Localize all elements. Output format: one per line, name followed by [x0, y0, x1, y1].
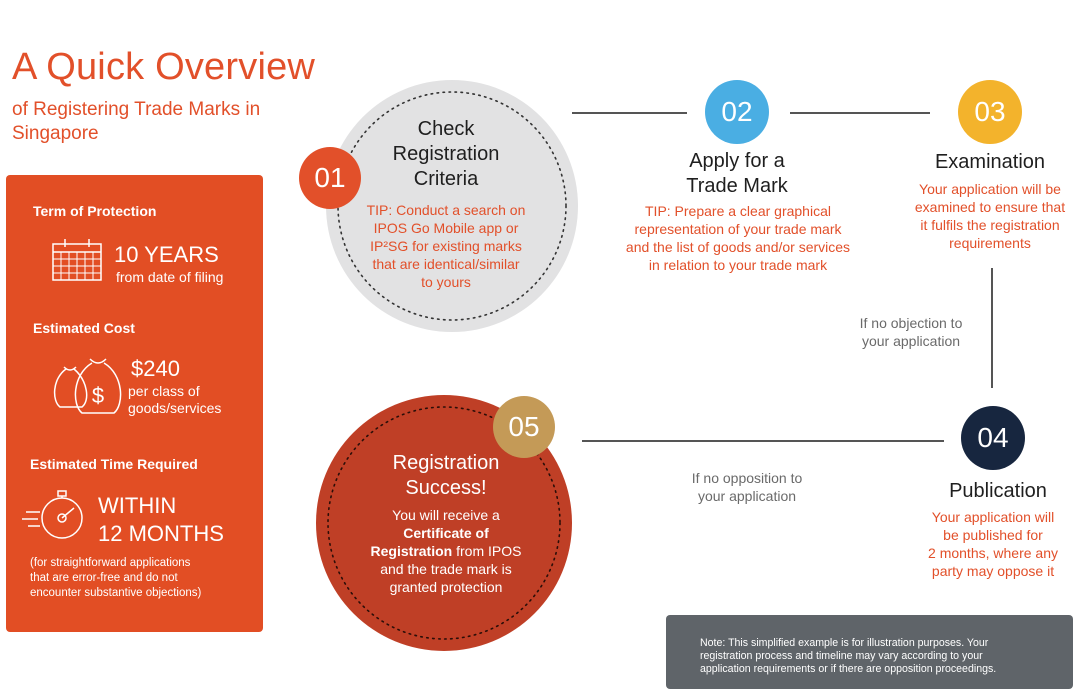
step-2-tip-line: in relation to your trade mark	[648, 257, 828, 273]
time-heading: Estimated Time Required	[30, 456, 198, 472]
step-4-badge: 04	[961, 406, 1025, 470]
step-1-tip-line: that are identical/similar	[372, 256, 520, 272]
step-5-title-line: Registration	[392, 452, 500, 474]
cost-heading: Estimated Cost	[33, 320, 135, 336]
connector-line	[790, 112, 930, 114]
time-value-2: 12 MONTHS	[98, 521, 224, 546]
term-value: 10 YEARS	[114, 242, 219, 267]
step-5-desc-line: and the trade mark is	[380, 561, 512, 577]
calendar-icon	[52, 239, 102, 281]
step-5-title-line: Success!	[405, 477, 487, 499]
step-2-badge: 02	[705, 80, 769, 144]
step-2-title-line: Apply for a	[689, 150, 785, 172]
connector-line	[582, 440, 944, 442]
step-1-title-line: Registration	[392, 143, 500, 165]
step-5-desc: You will receive a Certificate of Regist…	[346, 506, 546, 596]
step-1-title: Check Registration Criteria	[346, 117, 546, 192]
step-3-desc-line: examined to ensure that	[914, 199, 1066, 215]
note-line: registration process and timeline may va…	[700, 650, 983, 662]
no-opposition-label: If no opposition to your application	[666, 469, 828, 505]
stopwatch-icon	[22, 490, 83, 539]
no-opposition-line: your application	[697, 488, 797, 504]
dotted-ring	[337, 91, 567, 321]
svg-text:$: $	[92, 383, 104, 408]
connector-line	[991, 268, 993, 388]
summary-panel: Term of Protection 10 YEARS from date of…	[6, 175, 263, 632]
no-objection-line: your application	[861, 333, 961, 349]
step-1-title-line: Criteria	[413, 168, 479, 190]
step-1-badge: 01	[299, 147, 361, 209]
no-objection-line: If no objection to	[859, 315, 963, 331]
cost-value: $240	[131, 356, 180, 381]
time-value-1: WITHIN	[98, 493, 177, 518]
step-1-tip-line: to yours	[421, 274, 471, 290]
step-2-title: Apply for a Trade Mark	[637, 149, 837, 199]
term-sub: from date of filing	[116, 269, 224, 285]
time-note-1: (for straightforward applications	[30, 557, 191, 569]
disclaimer-note: Note: This simplified example is for ill…	[666, 615, 1073, 689]
time-note-3: encounter substantive objections)	[30, 587, 202, 599]
from-ipos: from IPOS	[452, 543, 522, 559]
step-1-tip-line: IPOS Go Mobile app or	[373, 220, 519, 236]
step-1-circle	[326, 80, 578, 332]
step-2-tip-line: representation of your trade mark	[634, 221, 842, 237]
step-3-badge: 03	[958, 80, 1022, 144]
step-3-desc-line: Your application will be	[919, 181, 1061, 197]
step-4-desc-line: 2 months, where any	[928, 545, 1058, 561]
step-1-title-line: Check	[417, 118, 475, 140]
page-subtitle: of Registering Trade Marks in Singapore	[12, 99, 261, 144]
step-3-desc-line: requirements	[949, 235, 1031, 251]
step-2-title-line: Trade Mark	[686, 175, 788, 197]
cost-sub-2: goods/services	[128, 400, 222, 416]
note-line: application requirements or if there are…	[700, 663, 997, 675]
term-heading: Term of Protection	[33, 203, 157, 219]
step-5-desc-line: granted protection	[389, 579, 503, 595]
step-4-desc-line: be published for	[943, 527, 1043, 543]
step-3-title: Examination	[934, 151, 1046, 173]
step-5-desc-line: Certificate of	[403, 525, 489, 541]
step-3-desc-line: it fulfils the registration	[920, 217, 1060, 233]
step-5-title: Registration Success!	[346, 451, 546, 501]
step-5-desc-line: Registration from IPOS	[346, 542, 546, 560]
step-5-badge: 05	[493, 396, 555, 458]
step-2-tip-line: TIP: Prepare a clear graphical	[645, 203, 831, 219]
note-line: Note: This simplified example is for ill…	[700, 637, 989, 649]
no-objection-label: If no objection to your application	[830, 314, 992, 350]
step-2-tip: TIP: Prepare a clear graphical represent…	[598, 202, 878, 274]
step-1-tip-line: TIP: Conduct a search on	[366, 202, 526, 218]
no-opposition-line: If no opposition to	[691, 470, 803, 486]
step-4-desc: Your application will be published for 2…	[903, 508, 1080, 580]
step-3-desc: Your application will be examined to ens…	[897, 180, 1080, 252]
step-1-tip-line: IP²SG for existing marks	[370, 238, 522, 254]
cost-sub-1: per class of	[128, 383, 200, 399]
step-1-tip: TIP: Conduct a search on IPOS Go Mobile …	[346, 201, 546, 291]
connector-line	[572, 112, 687, 114]
dotted-ring	[327, 406, 561, 640]
step-4-desc-line: party may oppose it	[931, 563, 1055, 579]
page-title: A Quick Overview	[12, 46, 316, 88]
step-2-tip-line: and the list of goods and/or services	[625, 239, 851, 255]
step-4-title: Publication	[949, 480, 1047, 502]
money-bags-icon: $	[53, 358, 122, 414]
certificate-bold: Registration	[370, 543, 453, 559]
time-note-2: that are error-free and do not	[30, 572, 178, 584]
step-5-desc-line: You will receive a	[392, 507, 500, 523]
step-4-desc-line: Your application will	[931, 509, 1055, 525]
